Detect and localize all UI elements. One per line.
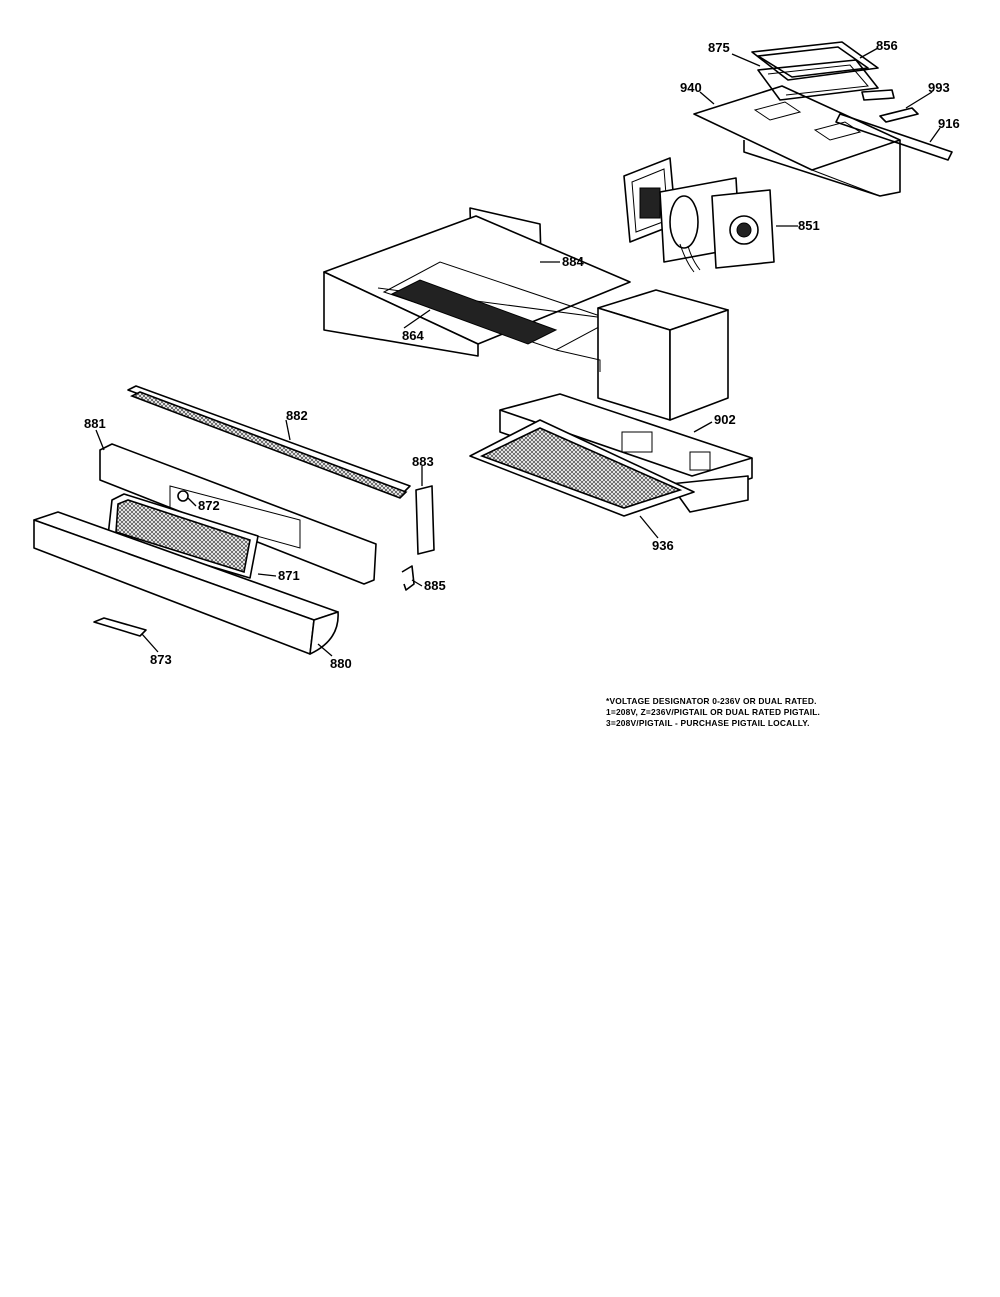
callout-883: 883 <box>412 454 434 469</box>
part-881-control-bracket <box>99 443 377 585</box>
leader-lines <box>95 47 941 657</box>
callout-993: 993 <box>928 80 950 95</box>
callout-885: 885 <box>424 578 446 593</box>
callout-851: 851 <box>798 218 820 233</box>
part-936-grease-filter <box>469 419 695 517</box>
callout-873: 873 <box>150 652 172 667</box>
part-940-top-panel <box>693 85 901 197</box>
part-851-blower-assembly <box>623 157 775 273</box>
callout-872: 872 <box>198 498 220 513</box>
callout-902: 902 <box>714 412 736 427</box>
footnote-line-1: *VOLTAGE DESIGNATOR 0-236V OR DUAL RATED… <box>606 696 817 706</box>
callout-916: 916 <box>938 116 960 131</box>
part-871-front-grille <box>107 493 259 579</box>
part-880-front-panel <box>33 511 339 655</box>
footnote-line-3: 3=208V/PIGTAIL - PURCHASE PIGTAIL LOCALL… <box>606 718 810 728</box>
callout-881: 881 <box>84 416 106 431</box>
callout-875: 875 <box>708 40 730 55</box>
part-864-main-housing <box>323 215 729 421</box>
callout-940: 940 <box>680 80 702 95</box>
part-916-side-strip <box>835 113 953 161</box>
callout-856: 856 <box>876 38 898 53</box>
part-883-side-trim <box>415 485 435 555</box>
part-873-trim-piece <box>93 617 147 637</box>
callout-880: 880 <box>330 656 352 671</box>
footnote-line-2: 1=208V, Z=236V/PIGTAIL OR DUAL RATED PIG… <box>606 707 821 717</box>
part-993-clip <box>879 107 919 123</box>
part-872-switch-plate <box>177 490 189 502</box>
callout-882: 882 <box>286 408 308 423</box>
callout-864: 864 <box>402 328 424 343</box>
callout-936: 936 <box>652 538 674 553</box>
voltage-footnote: *VOLTAGE DESIGNATOR 0-236V OR DUAL RATED… <box>606 696 906 729</box>
callout-871: 871 <box>278 568 300 583</box>
part-885-clip <box>401 565 415 591</box>
part-882-trim-rail <box>127 385 411 499</box>
callout-labels: 875 856 940 993 916 851 884 864 882 881 … <box>84 38 960 671</box>
part-902-filter-frame <box>499 393 753 513</box>
part-856-cover-plate <box>751 41 879 81</box>
exploded-parts-diagram: 875 856 940 993 916 851 884 864 882 881 … <box>33 38 960 671</box>
part-875-bracket <box>757 59 895 101</box>
callout-884: 884 <box>562 254 584 269</box>
